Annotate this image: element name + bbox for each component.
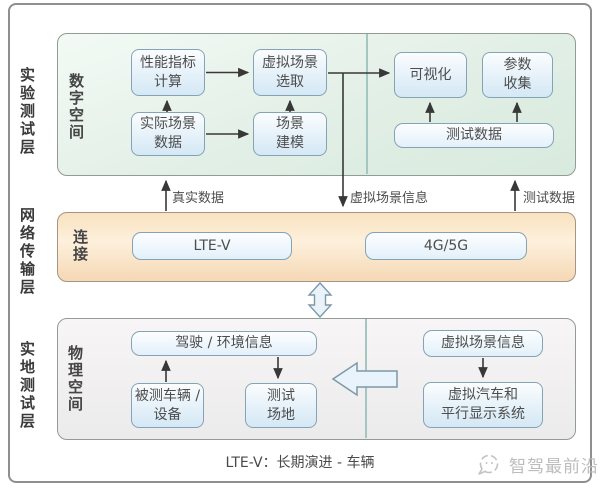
node-virtual-scene-info: 虚拟场景信息 <box>423 330 543 357</box>
node-4g-5g: 4G/5G <box>365 232 527 260</box>
physical-space-label: 物理空间 <box>66 345 84 413</box>
node-performance-indicator-calculation: 性能指标 计算 <box>131 49 205 96</box>
node-parameter-collection: 参数 收集 <box>482 52 553 98</box>
watermark-logo-icon <box>478 454 499 475</box>
connection-label: 连接 <box>71 229 89 263</box>
node-actual-scene-data: 实际场景 数据 <box>131 112 205 156</box>
rail-experiment-test-layer: 实验测试层 <box>18 67 36 157</box>
flow-label-real-data: 真实数据 <box>172 191 225 206</box>
rail-network-transport-layer: 网络传输层 <box>18 207 36 297</box>
node-test-field: 测试 场地 <box>245 383 317 428</box>
node-virtual-car-parallel-display: 虚拟汽车和 平行显示系统 <box>423 382 543 428</box>
flow-label-virtual-scene-info: 虚拟场景信息 <box>350 191 429 206</box>
node-visualization: 可视化 <box>394 52 467 98</box>
diagram-caption: LTE-V：长期演进 - 车辆 <box>225 455 375 471</box>
node-scene-modeling: 场景 建模 <box>253 112 327 156</box>
physical-panel-divider <box>365 319 367 438</box>
watermark: 智驾最前沿 <box>476 452 599 477</box>
digital-space-label: 数字空间 <box>67 73 85 141</box>
watermark-text: 智驾最前沿 <box>509 457 599 477</box>
node-test-data: 测试数据 <box>394 123 554 148</box>
node-virtual-scene-selection: 虚拟场景 选取 <box>253 49 327 96</box>
flow-label-test-data: 测试数据 <box>523 191 576 206</box>
node-driving-environment-info: 驾驶 / 环境信息 <box>131 331 317 356</box>
node-lte-v: LTE-V <box>132 232 292 260</box>
node-vehicle-under-test: 被测车辆 / 设备 <box>131 383 204 428</box>
digital-panel-divider <box>366 34 368 174</box>
rail-field-test-layer: 实地测试层 <box>18 341 36 431</box>
